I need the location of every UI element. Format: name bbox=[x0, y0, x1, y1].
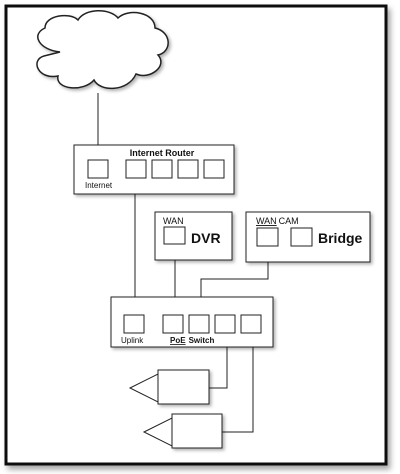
router-title: Internet Router bbox=[130, 148, 195, 158]
switch-poe-word: PoE bbox=[170, 336, 186, 345]
switch-poe-port-4 bbox=[240, 314, 262, 334]
router-lan-port-2 bbox=[151, 159, 173, 179]
switch-uplink-label: Uplink bbox=[121, 336, 144, 345]
router-lan-port-1 bbox=[125, 159, 147, 179]
switch-poe-port-3 bbox=[214, 314, 236, 334]
camera-2-body bbox=[171, 413, 223, 449]
bridge-lan-port bbox=[290, 227, 313, 247]
switch-switch-word: Switch bbox=[189, 336, 215, 345]
dvr-wan-label: WAN bbox=[163, 216, 184, 226]
camera-1-body bbox=[157, 369, 210, 405]
bridge-name: Bridge bbox=[318, 230, 363, 246]
dvr-device: WAN DVR bbox=[154, 211, 233, 261]
router-lan-port-3 bbox=[177, 159, 199, 179]
dvr-name: DVR bbox=[191, 230, 221, 246]
switch-uplink-port bbox=[123, 314, 145, 334]
router-lan-port-4 bbox=[203, 159, 225, 179]
router-internet-port bbox=[87, 159, 109, 179]
cloud-icon bbox=[36, 10, 169, 89]
internet-router: Internet Router Internet bbox=[73, 144, 235, 195]
dvr-wan-port bbox=[163, 226, 186, 245]
bridge-wan-port bbox=[256, 227, 279, 247]
router-internet-port-label: Internet bbox=[85, 181, 113, 190]
switch-port5-to-camera2-line bbox=[222, 333, 254, 433]
switch-poe-port-1 bbox=[162, 314, 184, 334]
switch-poe-port-2 bbox=[188, 314, 210, 334]
camera-icon bbox=[142, 413, 223, 449]
switch-port4-to-camera1-line bbox=[209, 333, 228, 389]
camera-icon bbox=[128, 369, 210, 405]
bridge-cam-label: CAM bbox=[279, 216, 299, 226]
bridge-wan-label: WAN bbox=[256, 216, 277, 226]
